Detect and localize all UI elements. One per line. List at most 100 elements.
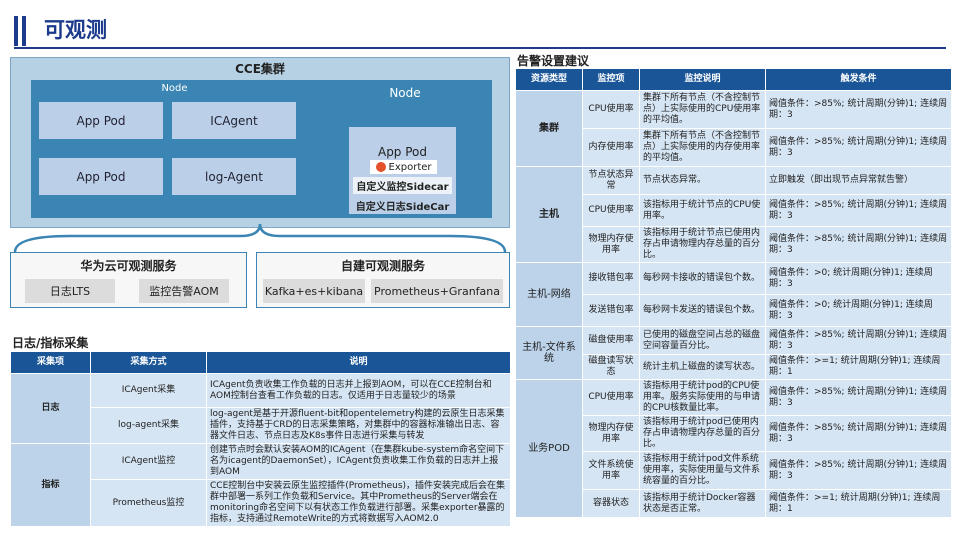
alarm-desc: 节点状态异常。 [639, 166, 766, 195]
alarm-type-business-pod: 业务POD [515, 379, 583, 518]
table-row: 物理内存使用率 该指标用于统计pod已使用内存占申请物理内存总量的百分比。 阈值… [516, 415, 952, 452]
alarm-desc: 该指标用于统计Docker容器状态是否正常。 [639, 489, 766, 518]
table-row: 磁盘读写状态 统计主机上磁盘的读写状态。 阈值条件：>=1; 统计周期(分钟)1… [516, 354, 952, 380]
log-agent-pod: log-Agent [172, 158, 296, 195]
alarm-cond: 阈值条件：>85%; 统计周期(分钟)1; 连续周期：3 [765, 226, 952, 263]
prometheus-grafana-item: Prometheus+Granfana [371, 279, 503, 303]
alarm-type-host-filesystem: 主机-文件系统 [515, 326, 583, 380]
alarm-desc: 集群下所有节点（不含控制节点）上实际使用的内存使用率的平均值。 [639, 128, 766, 167]
alarm-cond: 阈值条件：>85%; 统计周期(分钟)1; 连续周期：3 [765, 90, 952, 129]
col-header-desc: 监控说明 [639, 68, 766, 91]
custom-observability-title: 自建可观测服务 [340, 259, 425, 273]
alarm-item: 接收错包率 [582, 262, 640, 295]
table-row: 内存使用率 集群下所有节点（不含控制节点）上实际使用的内存使用率的平均值。 阈值… [516, 128, 952, 167]
lts-item: 日志LTS [25, 279, 115, 303]
col-header-item: 采集项 [10, 351, 91, 374]
app-pod-1: App Pod [39, 102, 163, 139]
alarm-desc: 每秒网卡接收的错误包个数。 [639, 262, 766, 295]
collection-item-metric: 指标 [10, 443, 91, 527]
sidecar-log: 自定义日志SideCar [349, 197, 456, 214]
alarm-desc: 该指标用于统计节点的CPU使用率。 [639, 194, 766, 227]
alarm-item: 节点状态异常 [582, 166, 640, 195]
alarm-cond: 阈值条件：>85%; 统计周期(分钟)1; 连续周期：3 [765, 128, 952, 167]
alarm-desc: 该指标用于统计节点已使用内存占申请物理内存总量的百分比。 [639, 226, 766, 263]
title-accent-bars [14, 16, 26, 46]
alarm-cond: 阈值条件：>85%; 统计周期(分钟)1; 连续周期：3 [765, 451, 952, 490]
cce-cluster-box: CCE集群 Node App Pod ICAgent App Pod log-A… [10, 57, 510, 228]
alarm-cond: 阈值条件：>=1; 统计周期(分钟)1; 连续周期：1 [765, 354, 952, 380]
alarm-cond: 立即触发（即出现节点异常就告警） [765, 166, 952, 195]
alarm-section-title: 告警设置建议 [517, 54, 590, 68]
app-pod-2: App Pod [39, 158, 163, 195]
col-header-item: 监控项 [582, 68, 640, 91]
table-row: 主机-文件系统 磁盘使用率 已使用的磁盘空间占总的磁盘空间容量百分比。 阈值条件… [515, 326, 952, 380]
collection-desc: log-agent是基于开源fluent-bit和opentelemetry构建… [206, 407, 511, 444]
collection-method: Prometheus监控 [90, 479, 207, 527]
table-row: 指标 ICAgent监控 创建节点时会默认安装AOM的ICAgent（在集群ku… [10, 443, 511, 527]
alarm-desc: 该指标用于统计pod文件系统使用率，实际使用量与文件系统容量的百分比。 [639, 451, 766, 490]
collection-item-log: 日志 [10, 373, 91, 444]
alarm-desc: 集群下所有节点（不含控制节点）上实际使用的CPU使用率的平均值。 [639, 90, 766, 129]
col-header-desc: 说明 [206, 351, 511, 374]
collection-desc: ICAgent负责收集工作负载的日志并上报到AOM，可以在CCE控制台和AOM控… [206, 373, 511, 408]
exporter-badge: Exporter [370, 160, 437, 174]
collection-header-row: 采集项 采集方式 说明 [10, 351, 511, 374]
alarm-item: CPU使用率 [582, 194, 640, 227]
alarm-item: 磁盘使用率 [582, 326, 640, 355]
alarm-header-row: 资源类型 监控项 监控说明 触发条件 [515, 68, 952, 91]
alarm-item: 文件系统使用率 [582, 451, 640, 490]
alarm-item: 容器状态 [582, 489, 640, 518]
alarm-cond: 阈值条件：>85%; 统计周期(分钟)1; 连续周期：3 [765, 379, 952, 416]
alarm-type-cluster: 集群 [515, 90, 583, 167]
app-pod-3: App Pod [377, 145, 428, 159]
alarm-item: 物理内存使用率 [582, 415, 640, 452]
icagent-pod: ICAgent [172, 102, 296, 139]
sidecar-monitor: 自定义监控Sidecar [353, 177, 452, 194]
huawei-observability-title: 华为云可观测服务 [80, 259, 177, 273]
table-row: 主机 节点状态异常 节点状态异常。 立即触发（即出现节点异常就告警） [515, 166, 952, 263]
table-row: log-agent采集 log-agent是基于开源fluent-bit和ope… [11, 407, 511, 444]
alarm-cond: 阈值条件：>=1; 统计周期(分钟)1; 连续周期：1 [765, 489, 952, 518]
collection-table: 采集项 采集方式 说明 日志 ICAgent采集 ICAgent负责收集工作负载… [10, 351, 511, 527]
table-row: 业务POD CPU使用率 该指标用于统计pod的CPU使用率。服务实际使用的与申… [515, 379, 952, 518]
collection-desc: 创建节点时会默认安装AOM的ICAgent（在集群kube-system命名空间… [206, 443, 511, 480]
cce-cluster-title: CCE集群 [235, 62, 285, 76]
alarm-item: 磁盘读写状态 [582, 354, 640, 380]
table-row: 物理内存使用率 该指标用于统计节点已使用内存占申请物理内存总量的百分比。 阈值条… [516, 226, 952, 263]
collection-method: log-agent采集 [90, 407, 207, 444]
node-box-right: Node App Pod Exporter 自定义监控Sidecar 自定义日志… [318, 80, 492, 218]
alarm-cond: 阈值条件：>85%; 统计周期(分钟)1; 连续周期：3 [765, 415, 952, 452]
node-box-left: Node App Pod ICAgent App Pod log-Agent [31, 80, 318, 218]
alarm-desc: 该指标用于统计pod已使用内存占申请物理内存总量的百分比。 [639, 415, 766, 452]
alarm-item: CPU使用率 [582, 379, 640, 416]
col-header-cond: 触发条件 [765, 68, 952, 91]
alarm-desc: 已使用的磁盘空间占总的磁盘空间容量百分比。 [639, 326, 766, 355]
app-pod-stack: App Pod Exporter 自定义监控Sidecar 自定义日志SideC… [349, 127, 456, 214]
alarm-cond: 阈值条件：>85%; 统计周期(分钟)1; 连续周期：3 [765, 326, 952, 355]
alarm-desc: 该指标用于统计pod的CPU使用率。服务实际使用的与申请的CPU核数量比率。 [639, 379, 766, 416]
alarm-type-host-network: 主机-网络 [515, 262, 583, 327]
exporter-label: Exporter [388, 161, 432, 173]
page-title: 可观测 [44, 18, 107, 42]
alarm-table: 资源类型 监控项 监控说明 触发条件 集群 CPU使用率 集群下所有节点（不含控… [515, 68, 952, 518]
alarm-item: 物理内存使用率 [582, 226, 640, 263]
collection-method: ICAgent采集 [90, 373, 207, 408]
alarm-item: CPU使用率 [582, 90, 640, 129]
table-row: 文件系统使用率 该指标用于统计pod文件系统使用率，实际使用量与文件系统容量的百… [516, 451, 952, 490]
table-row: 集群 CPU使用率 集群下所有节点（不含控制节点）上实际使用的CPU使用率的平均… [515, 90, 952, 167]
cluster-service-connector [13, 224, 507, 253]
node-label-left: Node [161, 83, 188, 94]
table-row: 容器状态 该指标用于统计Docker容器状态是否正常。 阈值条件：>=1; 统计… [516, 489, 952, 518]
alarm-item: 内存使用率 [582, 128, 640, 167]
col-header-type: 资源类型 [515, 68, 583, 91]
title-divider [14, 47, 946, 49]
collection-method: ICAgent监控 [90, 443, 207, 480]
kafka-es-kibana-item: Kafka+es+kibana [263, 279, 365, 303]
huawei-observability-box: 华为云可观测服务 日志LTS 监控告警AOM [10, 252, 247, 308]
alarm-item: 发送错包率 [582, 294, 640, 327]
table-row: 主机-网络 接收错包率 每秒网卡接收的错误包个数。 阈值条件：>0; 统计周期(… [515, 262, 952, 327]
collection-section-title: 日志/指标采集 [12, 336, 89, 350]
alarm-cond: 阈值条件：>0; 统计周期(分钟)1; 连续周期：3 [765, 262, 952, 295]
aom-item: 监控告警AOM [139, 279, 229, 303]
collection-desc: CCE控制台中安装云原生监控插件(Prometheus)，插件安装完成后会在集群… [206, 479, 511, 527]
